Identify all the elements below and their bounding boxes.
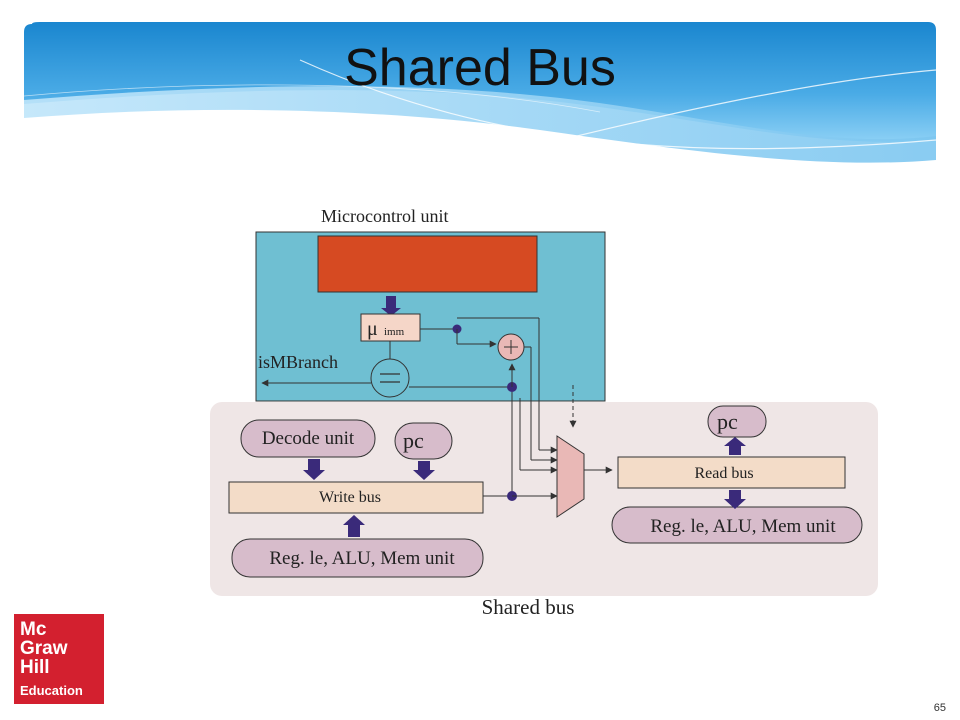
readbus-to-reg-arrow [724,490,746,509]
slide-title: Shared Bus [344,39,616,97]
shared-bus-label: Shared bus [482,595,575,619]
decode-to-writebus-arrow [303,459,325,480]
mu-label: μ [367,318,378,340]
write-bus-label: Write bus [319,489,381,506]
logo-line-2: Graw [20,638,68,659]
decode-unit [240,419,376,458]
page-number: 65 [933,702,946,714]
mcgraw-hill-logo: Mc Graw Hill Education [14,614,104,704]
reg-left-label: Reg. le, ALU, Mem unit [269,548,455,569]
pc-to-writebus-arrow [413,461,435,480]
read-bus [617,456,846,489]
microcontrol-label: Microcontrol unit [321,206,448,226]
read-bus-label: Read bus [694,465,753,482]
pc-right [707,405,767,438]
mu-imm-register [360,313,421,342]
comparator [370,358,410,398]
logo-line-1: Mc [20,619,47,640]
readbus-to-pc-arrow [724,437,746,455]
pc-left-label: pc [403,428,424,453]
reg-right-label: Reg. le, ALU, Mem unit [650,516,836,537]
imm-label: imm [384,326,405,338]
write-bus [228,481,484,514]
header-wave [23,22,937,163]
decode-unit-label: Decode unit [262,428,355,449]
reg-file-left [231,538,484,578]
microcode-rom [317,235,538,293]
logo-line-4: Education [20,683,83,698]
logo-line-3: Hill [20,657,50,678]
reg-to-writebus-arrow [343,515,365,537]
pc-right-label: pc [717,409,738,434]
multiplexer [556,435,585,518]
ismbranch-label: isMBranch [258,352,338,372]
pc-left [394,422,453,460]
rom-to-imm-arrow [381,296,401,316]
